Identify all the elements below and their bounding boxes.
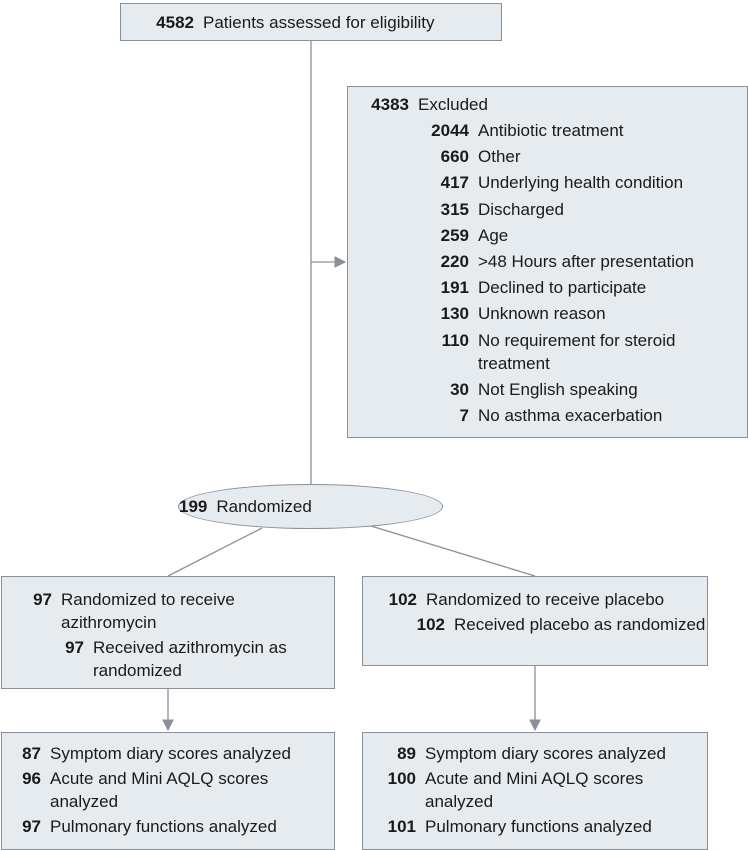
analysis-count: 87 <box>22 744 41 763</box>
analysis-count: 100 <box>387 769 416 788</box>
placebo-received-count: 102 <box>416 615 445 634</box>
analysis-count: 89 <box>397 744 416 763</box>
analysis-label: Acute and Mini AQLQ scores analyzed <box>50 769 269 811</box>
azithromycin-group-box: 97 Randomized to receive azithromycin 97… <box>1 576 335 689</box>
exclusion-reason: 110 No requirement for steroid treatment <box>424 329 747 375</box>
excluded-label: Excluded <box>418 95 488 114</box>
reason-count: 110 <box>441 330 469 350</box>
exclusion-reasons-list: 2044 Antibiotic treatment 660 Other 417 Und… <box>348 119 747 427</box>
exclusion-reason: 130 Unknown reason <box>424 302 747 325</box>
analysis-count: 96 <box>22 769 41 788</box>
analysis-item: 96 Acute and Mini AQLQ scores analyzed <box>2 767 334 813</box>
analysis-count: 101 <box>387 817 416 836</box>
reason-count: 2044 <box>431 121 469 140</box>
connector-randomized-placebo <box>370 525 536 577</box>
randomized-count: 199 <box>179 496 208 516</box>
reason-label: No asthma exacerbation <box>478 405 663 425</box>
placebo-received-label: Received placebo as randomized <box>454 615 706 634</box>
assessed-label: Patients assessed for eligibility <box>203 13 435 32</box>
reason-count: 660 <box>440 147 469 167</box>
analysis-item: 97 Pulmonary functions analyzed <box>2 815 334 838</box>
reason-count: 7 <box>459 405 469 425</box>
azithromycin-analyzed-box: 87 Symptom diary scores analyzed 96 Acute … <box>1 732 335 850</box>
reason-count: 220 <box>440 251 469 271</box>
randomized-oval: 199 Randomized <box>178 484 443 529</box>
analysis-label: Pulmonary functions analyzed <box>425 817 652 836</box>
analysis-label: Pulmonary functions analyzed <box>50 817 277 836</box>
reason-count: 130 <box>440 304 469 324</box>
azithromycin-received-label: Received azithromycin as randomized <box>93 638 287 680</box>
placebo-randomized-label: Randomized to receive placebo <box>426 590 665 609</box>
exclusion-reason: 191 Declined to participate <box>424 276 747 299</box>
exclusion-reason: 417 Underlying health condition <box>424 171 747 194</box>
reason-label: Not English speaking <box>478 379 638 399</box>
reason-label: Discharged <box>478 199 564 219</box>
exclusion-reason: 259 Age <box>424 224 747 247</box>
assessed-box: 4582 Patients assessed for eligibility <box>120 3 502 41</box>
reason-count: 30 <box>450 379 469 399</box>
analysis-item: 89 Symptom diary scores analyzed <box>363 742 707 765</box>
azithromycin-randomized-count: 97 <box>33 590 52 609</box>
assessed-count: 4582 <box>156 13 194 32</box>
analysis-item: 87 Symptom diary scores analyzed <box>2 742 334 765</box>
randomized-label: Randomized <box>216 496 312 516</box>
reason-label: Antibiotic treatment <box>478 121 624 140</box>
reason-count: 191 <box>440 278 469 298</box>
analysis-count: 97 <box>22 817 41 836</box>
azithromycin-received-count: 97 <box>65 638 84 657</box>
exclusion-reason: 30 Not English speaking <box>424 378 747 401</box>
analysis-label: Symptom diary scores analyzed <box>50 744 291 763</box>
excluded-count: 4383 <box>371 95 409 114</box>
reason-count: 315 <box>440 199 469 219</box>
azithromycin-randomized-label: Randomized to receive azithromycin <box>61 590 235 632</box>
exclusion-reason: 660 Other <box>424 145 747 168</box>
analysis-item: 101 Pulmonary functions analyzed <box>363 815 707 838</box>
analysis-item: 100 Acute and Mini AQLQ scores analyzed <box>363 767 707 813</box>
reason-label: >48 Hours after presentation <box>478 251 694 271</box>
exclusion-reason: 2044 Antibiotic treatment <box>424 119 747 142</box>
exclusion-reason: 7 No asthma exacerbation <box>424 404 747 427</box>
exclusion-reason: 315 Discharged <box>424 198 747 221</box>
placebo-analyzed-box: 89 Symptom diary scores analyzed 100 Acute… <box>362 732 708 850</box>
placebo-group-box: 102 Randomized to receive placebo 102 Re… <box>362 576 708 666</box>
reason-label: Age <box>478 225 509 245</box>
placebo-randomized-count: 102 <box>388 590 417 609</box>
analysis-label: Symptom diary scores analyzed <box>425 744 666 763</box>
connector-randomized-azithromycin <box>167 527 263 577</box>
reason-count: 259 <box>440 225 469 245</box>
reason-label: Underlying health condition <box>478 173 684 193</box>
reason-label: Unknown reason <box>478 304 606 324</box>
reason-label: Declined to participate <box>478 278 647 298</box>
excluded-box: 4383 Excluded 2044 Antibiotic treatment 6… <box>347 86 748 438</box>
reason-label: No requirement for steroid treatment <box>478 330 676 373</box>
exclusion-reason: 220 >48 Hours after presentation <box>424 250 747 273</box>
analysis-label: Acute and Mini AQLQ scores analyzed <box>425 769 644 811</box>
reason-label: Other <box>478 147 521 167</box>
reason-count: 417 <box>440 173 469 193</box>
